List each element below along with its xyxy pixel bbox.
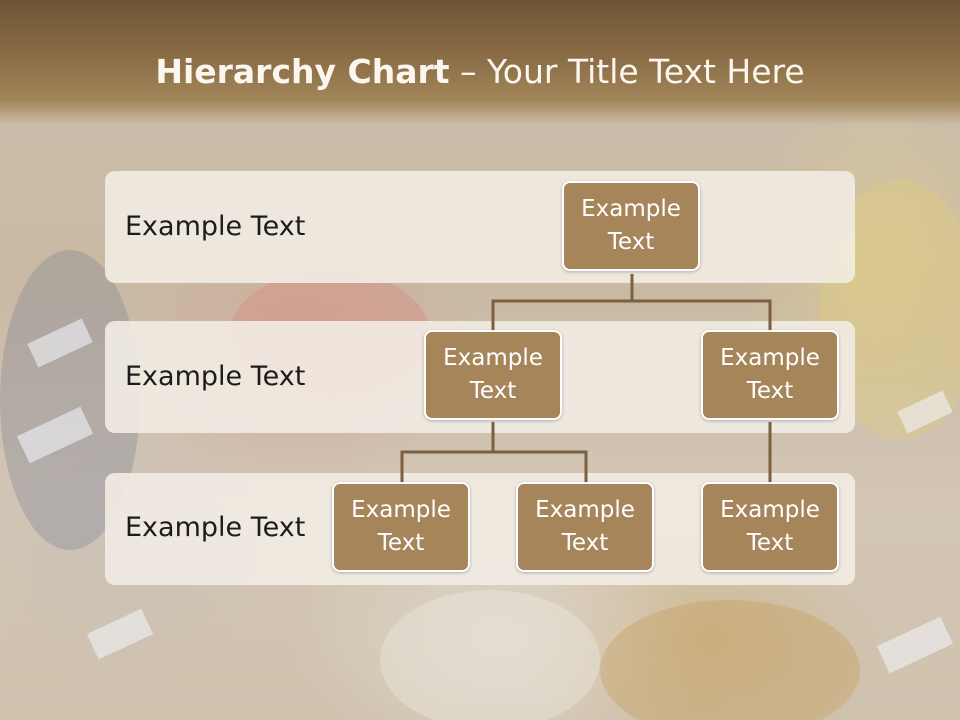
node-root-label: Example Text xyxy=(581,196,681,255)
node-mid-left-label: Example Text xyxy=(443,345,543,404)
illustration-shape xyxy=(380,590,600,720)
node-mid-right-label: Example Text xyxy=(720,345,820,404)
level-label-3: Example Text xyxy=(125,512,306,543)
node-bottom-left[interactable]: Example Text xyxy=(332,482,470,572)
node-mid-left[interactable]: Example Text xyxy=(424,330,562,420)
title-rest: – Your Title Text Here xyxy=(449,52,805,91)
node-bottom-left-label: Example Text xyxy=(351,497,451,556)
node-bottom-center[interactable]: Example Text xyxy=(516,482,654,572)
connector-midleft-bottomcenter xyxy=(493,450,588,482)
page-title: Hierarchy Chart – Your Title Text Here xyxy=(0,52,960,91)
node-bottom-right[interactable]: Example Text xyxy=(701,482,839,572)
connector-midleft-bottomleft xyxy=(400,422,495,482)
connector-root-midleft xyxy=(491,274,634,330)
connector-root-midright xyxy=(632,299,772,330)
level-label-1: Example Text xyxy=(125,211,306,242)
level-band-1 xyxy=(105,171,855,283)
illustration-shape xyxy=(600,600,860,720)
node-mid-right[interactable]: Example Text xyxy=(701,330,839,420)
level-label-2: Example Text xyxy=(125,361,306,392)
node-root[interactable]: Example Text xyxy=(562,181,700,271)
node-bottom-right-label: Example Text xyxy=(720,497,820,556)
node-bottom-center-label: Example Text xyxy=(535,497,635,556)
title-bold: Hierarchy Chart xyxy=(155,52,450,91)
title-bar xyxy=(0,0,960,125)
